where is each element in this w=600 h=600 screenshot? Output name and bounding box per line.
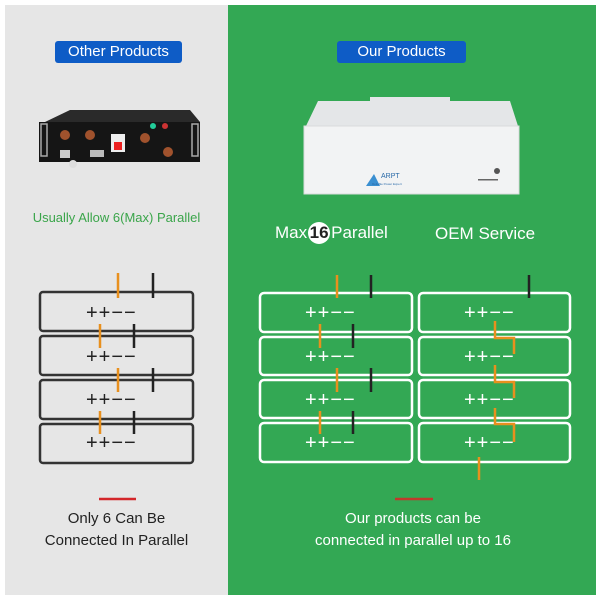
other-products-badge: Other Products	[55, 41, 182, 63]
terminal-label: ++−−	[305, 389, 356, 411]
max-prefix: Max	[275, 223, 308, 242]
brand-logo: ARPT	[381, 173, 400, 180]
terminal-label: ++−−	[464, 346, 515, 368]
terminal-label: ++−−	[464, 432, 515, 454]
terminal-label: ++−−	[305, 432, 356, 454]
terminal-label: ++−−	[464, 302, 515, 324]
left-footer-line1: Only 6 Can Be	[67, 510, 166, 527]
oem-service-label: OEM Service	[435, 224, 536, 243]
terminal-label: ++−−	[86, 302, 137, 324]
max-number-badge: 16	[308, 222, 331, 244]
terminal-label: ++−−	[86, 432, 137, 454]
max-parallel-label: Max 16 Parallel	[275, 222, 388, 244]
right-footer-line2: connected in parallel up to 16	[315, 532, 511, 549]
terminal-label: ++−−	[464, 389, 515, 411]
left-footer-line2: Connected In Parallel	[44, 532, 189, 549]
other-battery-stack	[38, 273, 195, 465]
other-caption: Usually Allow 6(Max) Parallel	[32, 210, 201, 225]
our-products-badge: Our Products	[337, 41, 466, 63]
terminal-label: ++−−	[86, 389, 137, 411]
terminal-label: ++−−	[305, 346, 356, 368]
our-battery-stack	[258, 275, 572, 480]
right-footer-line1: Our products can be	[345, 510, 481, 527]
max-suffix: Parallel	[331, 223, 388, 242]
terminal-label: ++−−	[86, 346, 137, 368]
brand-tagline: Reliable Power Expert	[372, 182, 402, 186]
terminal-label: ++−−	[305, 302, 356, 324]
other-products-panel	[5, 5, 228, 595]
